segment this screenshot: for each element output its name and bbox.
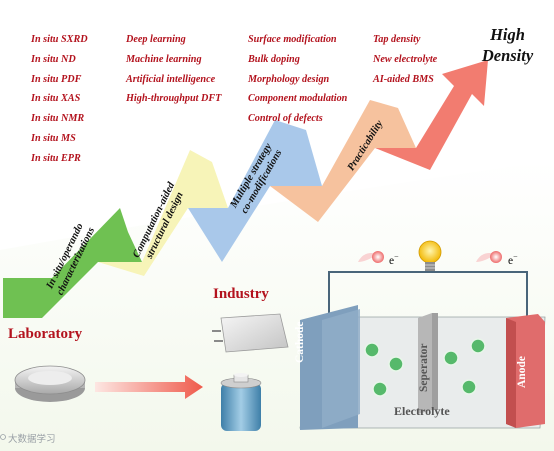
electron-label-left: e− — [389, 252, 399, 267]
electron-symbol: e — [508, 254, 514, 267]
industry-label: Industry — [213, 286, 269, 302]
coin-cell — [14, 365, 86, 402]
watermark: 大数据学习 — [8, 434, 56, 445]
modification-strategy: Morphology design — [248, 73, 330, 85]
electron-icon-right — [476, 251, 502, 263]
ion — [470, 338, 486, 354]
modification-strategy: Bulk doping — [248, 53, 300, 65]
cylindrical-cell — [220, 373, 262, 431]
anode-label: Anode — [516, 356, 528, 388]
goal-heading: High Density — [465, 24, 550, 66]
watermark-logo — [0, 434, 6, 440]
computational-method-list: Deep learning Machine learning Artificia… — [126, 30, 221, 109]
electron-charge: − — [394, 252, 399, 261]
light-bulb-icon — [418, 240, 442, 271]
insitu-technique: In situ EPR — [31, 152, 81, 164]
ion — [461, 379, 477, 395]
insitu-technique: In situ SXRD — [31, 34, 88, 45]
computational-method: Deep learning — [126, 34, 186, 45]
goal-line1: High — [490, 25, 525, 44]
insitu-technique: In situ MS — [31, 132, 76, 144]
practical-factor-list: Tap density New electrolyte AI-aided BMS — [373, 30, 437, 89]
battery-schematic — [299, 271, 546, 430]
computational-method: Artificial intelligence — [126, 73, 216, 85]
modification-strategy: Surface modification — [248, 34, 337, 45]
modification-strategy: Component modulation — [248, 93, 348, 105]
step3-segment — [188, 120, 322, 262]
modification-strategy: Control of defects — [248, 113, 323, 125]
pouch-cell — [212, 313, 289, 353]
practical-factor: Tap density — [373, 34, 421, 45]
computational-method: High-throughput DFT — [126, 93, 222, 105]
goal-arrowhead — [375, 60, 488, 170]
laboratory-label: Laboratory — [8, 326, 83, 342]
step2-segment — [98, 150, 228, 276]
ion — [372, 381, 388, 397]
practical-factor: AI-aided BMS — [373, 73, 434, 85]
ion — [364, 342, 380, 358]
insitu-technique: In situ PDF — [31, 73, 82, 85]
goal-line2: Density — [481, 46, 534, 65]
insitu-technique: In situ ND — [31, 53, 76, 65]
cathode-label: Cathode — [294, 321, 306, 363]
insitu-technique: In situ NMR — [31, 113, 85, 125]
electrolyte-label: Electrolyte — [394, 404, 450, 418]
insitu-technique: In situ XAS — [31, 93, 81, 105]
modification-strategy-list: Surface modification Bulk doping Morphol… — [248, 30, 347, 129]
lab-to-industry-arrow — [95, 375, 203, 399]
electron-icon-left — [358, 251, 384, 263]
ion — [443, 350, 459, 366]
electron-charge: − — [513, 252, 518, 261]
step1-segment — [3, 208, 142, 318]
practical-factor: New electrolyte — [373, 53, 438, 65]
step4-segment — [270, 100, 416, 222]
zigzag-arrow — [3, 60, 488, 318]
electron-label-right: e− — [508, 252, 518, 267]
electron-symbol: e — [389, 254, 395, 267]
separator-label: Seperator — [418, 343, 430, 392]
ions — [364, 338, 486, 397]
computational-method: Machine learning — [126, 53, 202, 65]
insitu-technique-list: In situ SXRD In situ ND In situ PDF In s… — [31, 30, 88, 169]
ion — [388, 356, 404, 372]
